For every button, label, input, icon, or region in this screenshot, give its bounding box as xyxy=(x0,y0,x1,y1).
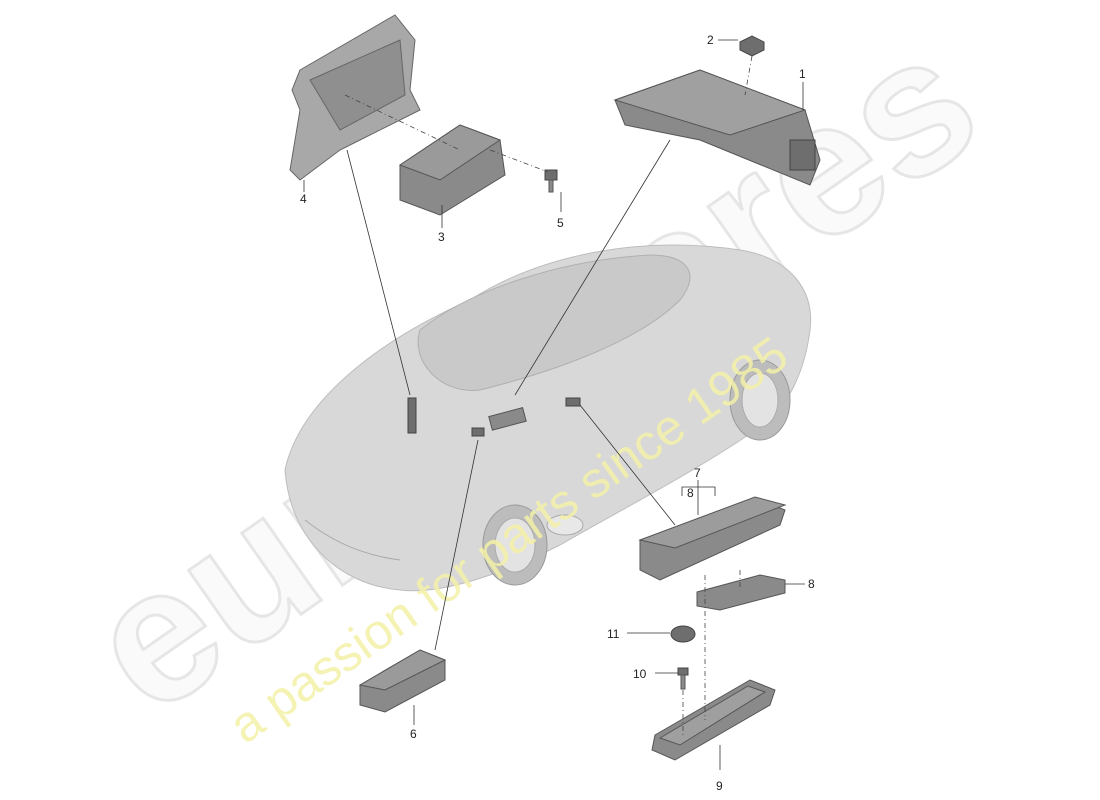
part-5-screw xyxy=(544,169,558,193)
callout-4: 4 xyxy=(300,192,307,206)
callout-9: 9 xyxy=(716,779,723,793)
leader-lines xyxy=(303,39,805,770)
part-9-base xyxy=(651,679,776,761)
callout-5: 5 xyxy=(557,216,564,230)
callout-8: 8 xyxy=(808,577,815,591)
callout-1: 1 xyxy=(799,67,806,81)
callout-3: 3 xyxy=(438,230,445,244)
part-10-screw xyxy=(677,667,689,690)
part-8-cover xyxy=(696,574,786,611)
callout-6: 6 xyxy=(410,727,417,741)
part-7-remote xyxy=(638,496,787,581)
callout-2: 2 xyxy=(707,33,714,47)
car-silhouette xyxy=(284,244,812,592)
part-11-grommet xyxy=(670,625,696,643)
part-3-module xyxy=(398,124,506,216)
part-2-nut xyxy=(739,35,765,57)
callout-8-set: 8 xyxy=(687,486,694,500)
part-4-bracket xyxy=(289,14,421,181)
callout-11: 11 xyxy=(607,627,620,641)
part-6-module xyxy=(358,649,447,713)
callout-7: 7 xyxy=(694,466,701,480)
part-1-control-unit xyxy=(613,69,821,186)
callout-10: 10 xyxy=(633,667,647,681)
